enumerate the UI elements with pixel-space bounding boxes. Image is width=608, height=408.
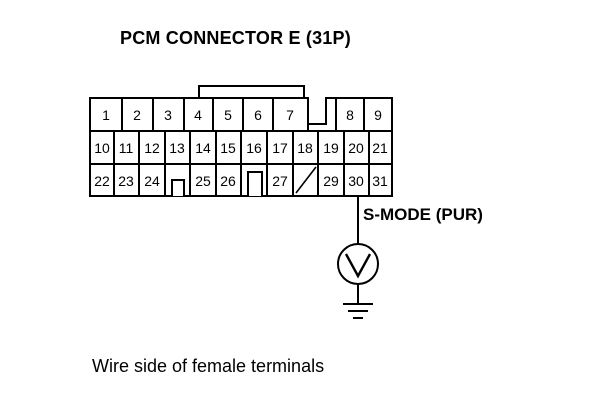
terminal-label: 5 (224, 107, 232, 123)
terminal-label: 27 (272, 173, 288, 189)
terminal-label: 1 (102, 107, 110, 123)
connector-lock-tab (198, 85, 305, 98)
terminal-label: 2 (133, 107, 141, 123)
keyway-notch-right (247, 171, 263, 196)
terminal-label: 7 (286, 107, 294, 123)
row3-dividers (113, 164, 370, 196)
terminal-label: 24 (144, 173, 160, 189)
terminal-label: 3 (164, 107, 172, 123)
diagram-caption: Wire side of female terminals (92, 356, 325, 376)
terminal-label: 17 (272, 140, 288, 156)
terminal-label: 19 (323, 140, 339, 156)
diagram-title: PCM CONNECTOR E (31P) (120, 28, 351, 48)
terminal-label: 26 (220, 173, 236, 189)
terminal-label: 31 (372, 173, 388, 189)
terminal-label: 13 (169, 140, 185, 156)
wire-label: S-MODE (PUR) (363, 205, 483, 224)
terminal-label: 25 (195, 173, 211, 189)
terminal-label: 11 (119, 140, 134, 156)
row2-labels: 10 11 12 13 14 15 16 17 18 19 20 21 (94, 140, 388, 156)
row2-dividers (113, 131, 370, 164)
ground-icon (343, 303, 373, 319)
empty-cavity-slash (295, 166, 317, 194)
row1-labels: 1 2 3 4 5 6 7 8 9 (102, 107, 382, 123)
terminal-label: 10 (94, 140, 110, 156)
row3-labels: 22 23 24 25 26 27 29 30 31 (94, 173, 388, 189)
terminal-label: 29 (323, 173, 339, 189)
terminal-label: 9 (374, 107, 382, 123)
voltmeter-icon (337, 243, 379, 285)
keyway-notch-left (171, 179, 185, 196)
terminal-label: 15 (220, 140, 236, 156)
terminal-label: 20 (348, 140, 364, 156)
terminal-label: 14 (195, 140, 211, 156)
terminal-label: 18 (297, 140, 313, 156)
terminal-label: 8 (346, 107, 354, 123)
terminal-label: 12 (144, 140, 160, 156)
terminal-label: 22 (94, 173, 110, 189)
terminal-label: 23 (118, 173, 134, 189)
terminal-label: 16 (246, 140, 262, 156)
terminal-label: 21 (372, 140, 388, 156)
terminal-label: 30 (348, 173, 364, 189)
row1-dividers (121, 98, 365, 131)
terminal-label: 4 (194, 107, 202, 123)
terminal-label: 6 (254, 107, 262, 123)
